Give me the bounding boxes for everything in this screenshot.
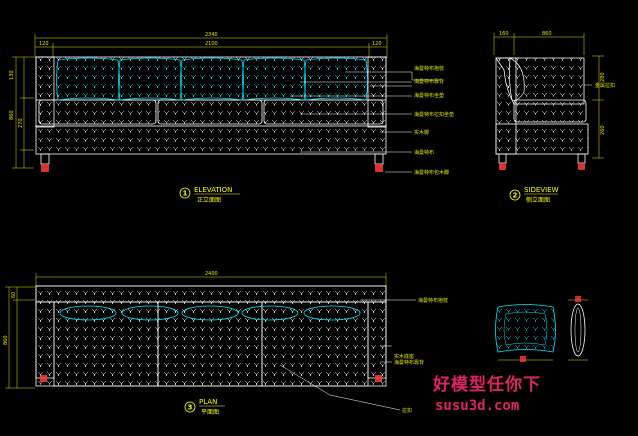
elevation-note-seat: 海曼特布坐垫: [414, 92, 444, 99]
plan-dim-h2: 860: [3, 335, 9, 345]
side-title-circle: [509, 189, 521, 201]
sofa-plan: [35, 285, 387, 387]
elevation-dim-right-arm: 120: [372, 41, 382, 47]
elevation-note-pillow: 海曼特布抱枕: [414, 65, 444, 72]
side-legs: [498, 153, 586, 170]
side-dimensions-right: [592, 55, 604, 159]
plan-note-button: 拉扣: [402, 407, 412, 414]
elevation-note-back: 海曼特布靠背: [414, 78, 444, 85]
side-dimensions-top: [493, 33, 585, 55]
watermark-line2: susu3d.com: [435, 398, 519, 414]
plan-note-pillow: 海曼特布抱枕: [418, 297, 448, 304]
elevation-note-leg: 实木脚: [414, 129, 429, 136]
plan-dimensions-top: [35, 273, 387, 286]
side-title-cn: 侧立面图: [526, 196, 550, 204]
side-dim-h2: 260: [600, 125, 606, 135]
plan-view: 2400 60 860: [3, 271, 448, 416]
elevation-legs: [40, 153, 384, 172]
watermark: 好模型任你下 susu3d.com: [432, 374, 541, 414]
plan-title-number: 3: [188, 404, 193, 412]
elevation-view: 2340 120 2100 120 130 270 860: [9, 32, 454, 204]
pillow-detail: [495, 296, 588, 362]
plan-pillows: [59, 305, 361, 321]
plan-note-base: 实木底座: [394, 353, 414, 360]
side-dim-back: 160: [499, 31, 509, 37]
elevation-note-tufted-seat: 海曼特布拉扣坐垫: [414, 111, 454, 118]
side-dim-h1: 280: [600, 72, 606, 82]
plan-dim-total: 2400: [205, 271, 218, 277]
elevation-title-en: ELEVATION: [194, 186, 232, 194]
plan-leaders: [279, 299, 416, 411]
plan-title-cn: 平面图: [201, 409, 219, 416]
elevation-dim-h3: 860: [9, 110, 15, 120]
plan-title-circle: [184, 401, 196, 413]
elevation-dimensions-left: [12, 56, 34, 169]
watermark-line1: 好模型任你下: [432, 374, 541, 395]
elevation-pillows: [56, 57, 368, 101]
side-dim-depth: 860: [542, 31, 552, 37]
side-note-button: 金属拉扣: [595, 82, 615, 89]
side-title-number: 2: [513, 192, 518, 200]
plan-title-en: PLAN: [199, 398, 217, 406]
elevation-dim-left-arm: 120: [39, 41, 49, 47]
elevation-dim-h2: 270: [18, 118, 24, 128]
elevation-dimensions-top: [34, 34, 388, 58]
elevation-title-cn: 正立面图: [197, 196, 221, 204]
elevation-dim-h1: 130: [9, 70, 15, 80]
plan-dim-h1: 60: [11, 292, 17, 298]
sofa-side: [495, 57, 589, 155]
elevation-note-wood-leg: 海曼特布包木脚: [414, 169, 449, 176]
elevation-leaders: [290, 71, 440, 173]
elevation-dim-seat: 2100: [205, 41, 218, 47]
elevation-dim-total: 2340: [205, 32, 218, 38]
plan-note-back: 海曼特布靠背: [394, 359, 424, 366]
side-view: 160 860 280 260 金属拉扣 2 SIDEVIEW 侧立面: [493, 31, 615, 204]
elevation-note-fabric: 海曼特布: [414, 149, 434, 156]
elevation-title-number: 1: [183, 190, 188, 198]
plan-corner-legs: [40, 375, 382, 382]
side-title-en: SIDEVIEW: [524, 186, 559, 194]
elevation-title-circle: [179, 187, 191, 199]
plan-dimensions-left: [5, 286, 35, 389]
